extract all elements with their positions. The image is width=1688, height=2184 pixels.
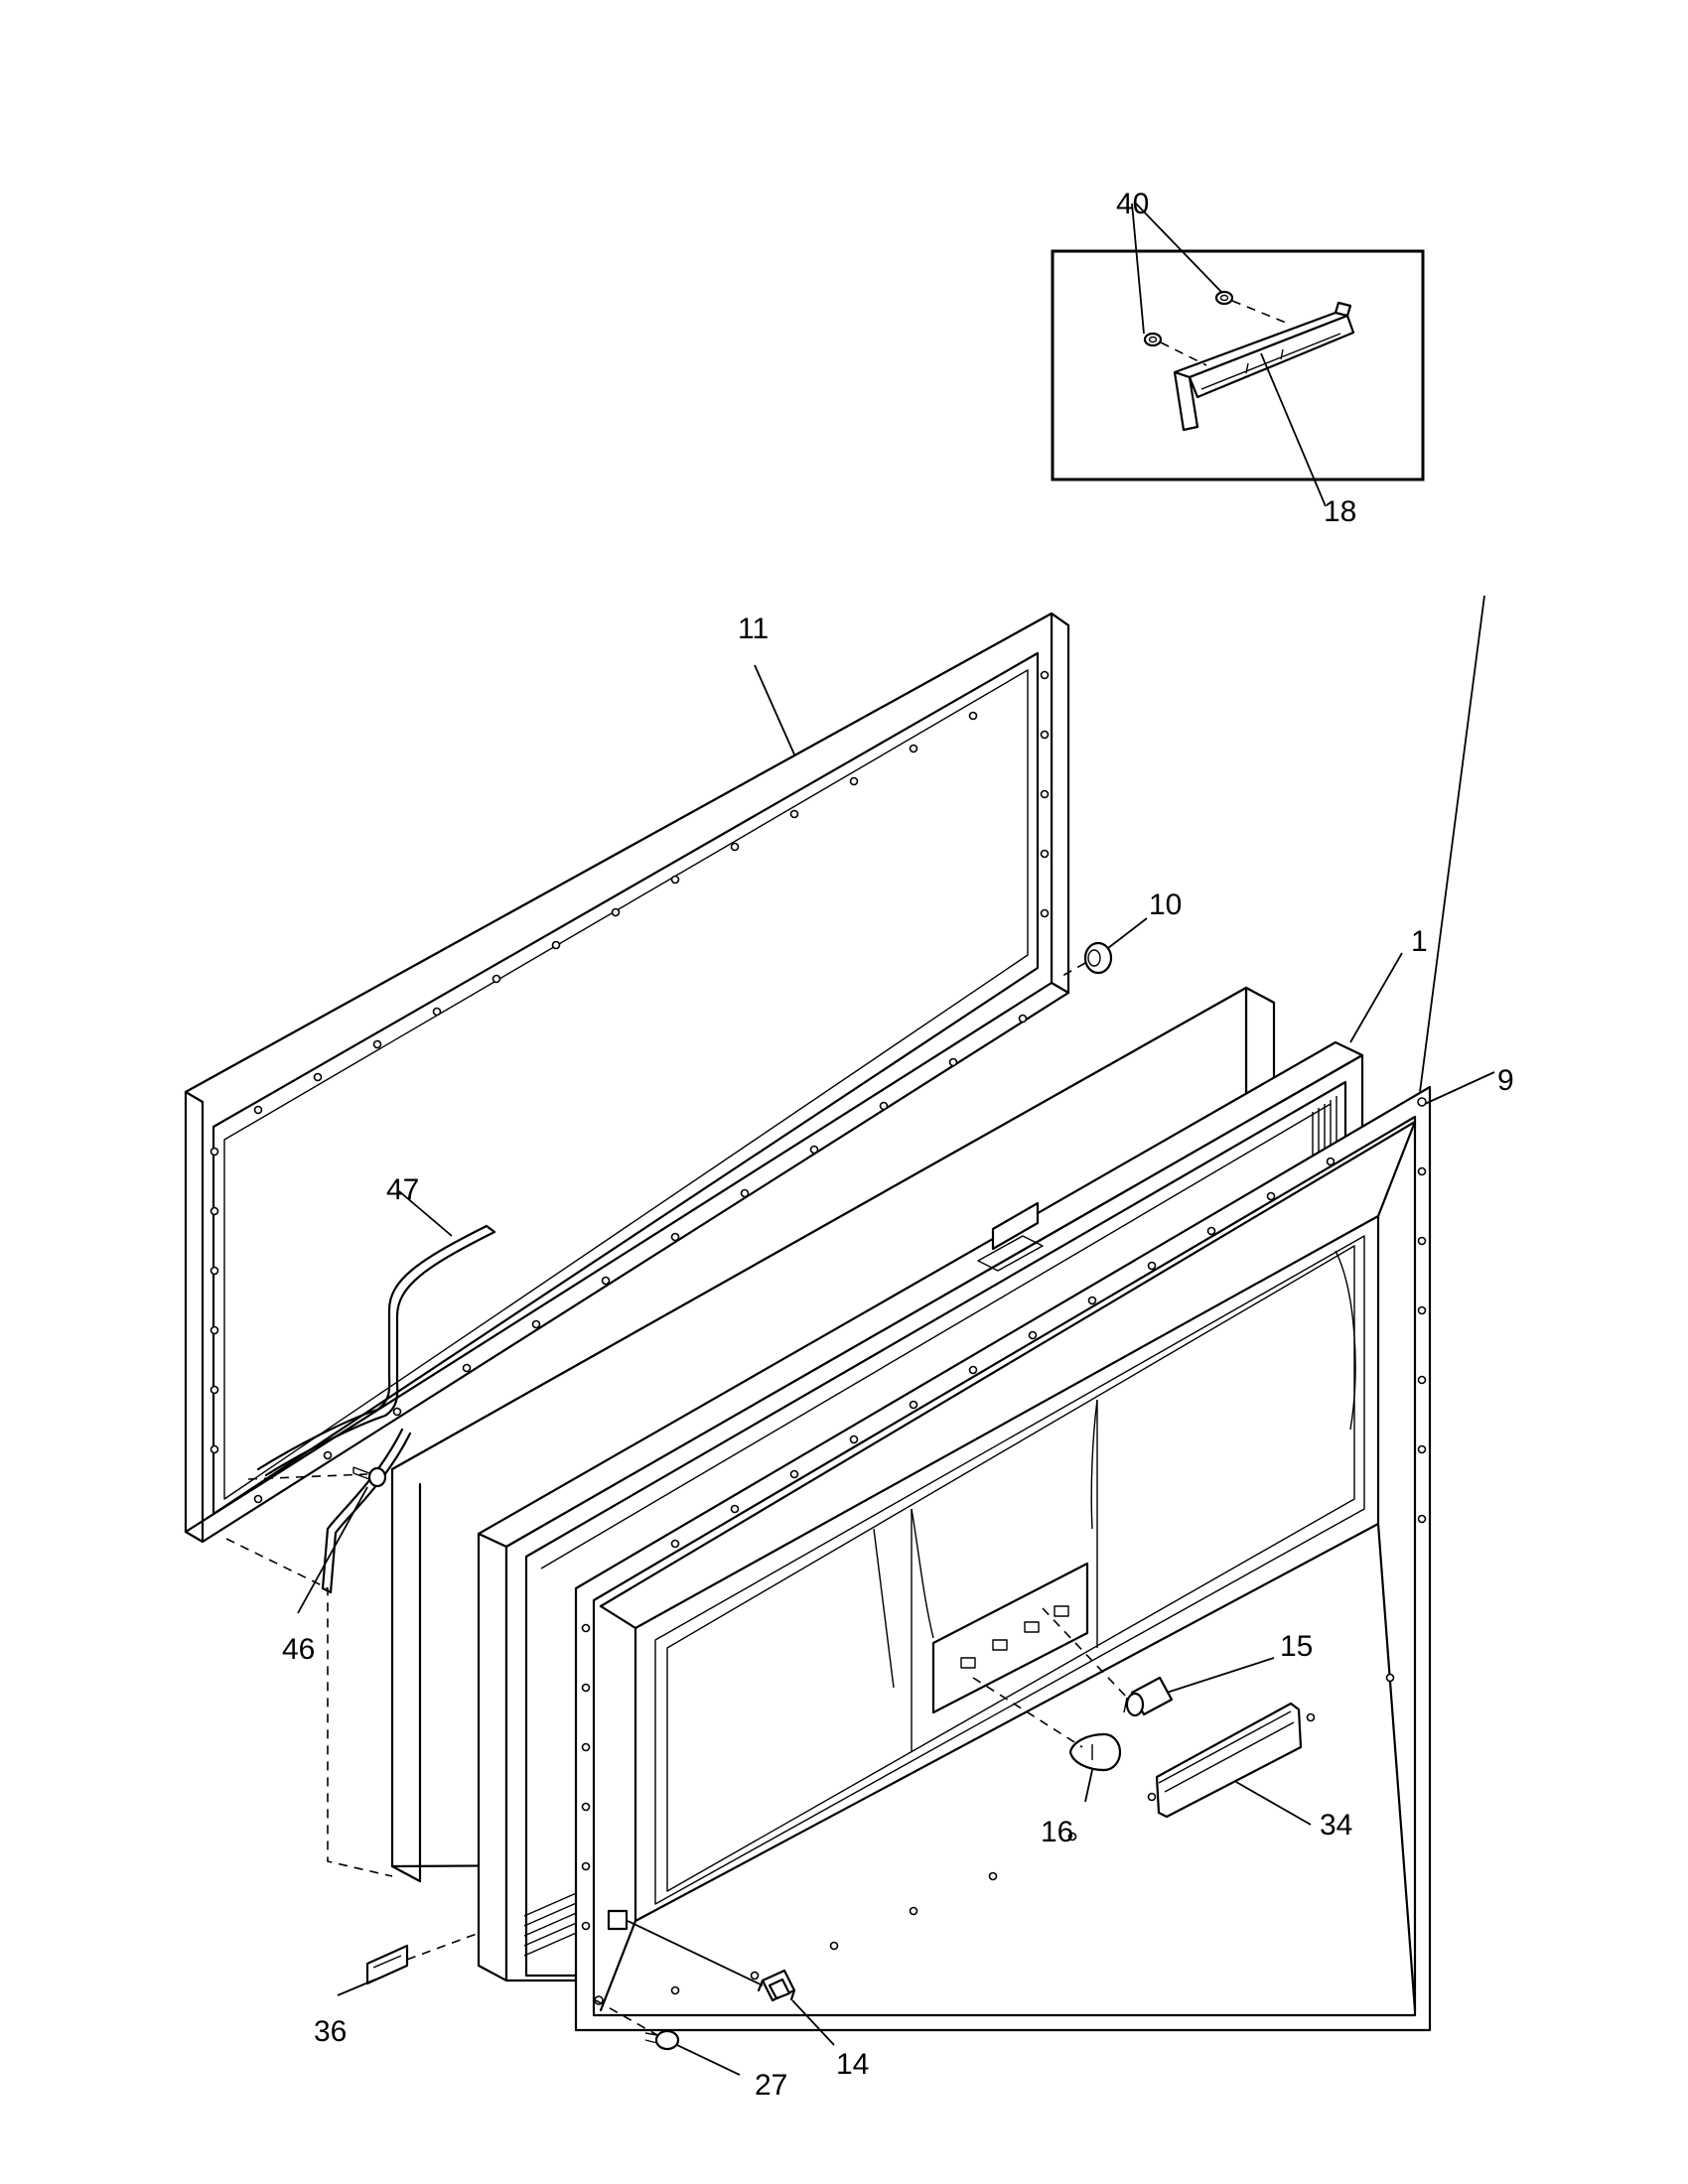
- assembly-line-left: [225, 1538, 393, 1877]
- callout-10: 10: [1149, 888, 1182, 921]
- callout-11: 11: [738, 613, 769, 645]
- callout-34: 34: [1320, 1809, 1352, 1842]
- callout-46: 46: [282, 1633, 315, 1666]
- callout-14: 14: [836, 2048, 869, 2081]
- outer-panel-screw-holes: [581, 1097, 1427, 2005]
- outer-door-panel-part: [574, 595, 1495, 2032]
- heater-wire-part: [256, 1190, 496, 1594]
- inset-frame: [1051, 249, 1425, 481]
- nut-part-lower: [1143, 332, 1163, 347]
- callout-labels: 40 18 11 10 1 9 47 46 15 16 34 36 14 27: [282, 188, 1514, 2102]
- callout-47: 47: [386, 1173, 419, 1206]
- inset-handle-detail: [1051, 203, 1425, 507]
- clip-part: [337, 1944, 409, 1996]
- callout-40: 40: [1116, 188, 1149, 220]
- callout-18: 18: [1324, 495, 1356, 528]
- liner-lower-grille: [523, 1890, 582, 1957]
- nut-part-upper: [1214, 290, 1234, 306]
- plug-part: [1061, 917, 1148, 977]
- callout-16: 16: [1041, 1816, 1073, 1848]
- callout-9: 9: [1497, 1064, 1514, 1097]
- callout-1: 1: [1411, 925, 1428, 958]
- gasket-screw-holes: [210, 670, 1050, 1504]
- callout-27: 27: [755, 2069, 787, 2102]
- gasket-frame-part: [184, 612, 1070, 1544]
- light-bulb-part: [972, 1677, 1122, 1803]
- handle-part: [1173, 301, 1355, 432]
- callout-15: 15: [1280, 1630, 1313, 1663]
- light-socket-part: [1042, 1607, 1275, 1717]
- callout-36: 36: [314, 2015, 347, 2048]
- screw-part: [247, 1466, 387, 1614]
- light-lens-cover-part: [1155, 1702, 1312, 1826]
- switch-part: [627, 1920, 835, 2046]
- screw-bottom-part: [595, 1999, 741, 2076]
